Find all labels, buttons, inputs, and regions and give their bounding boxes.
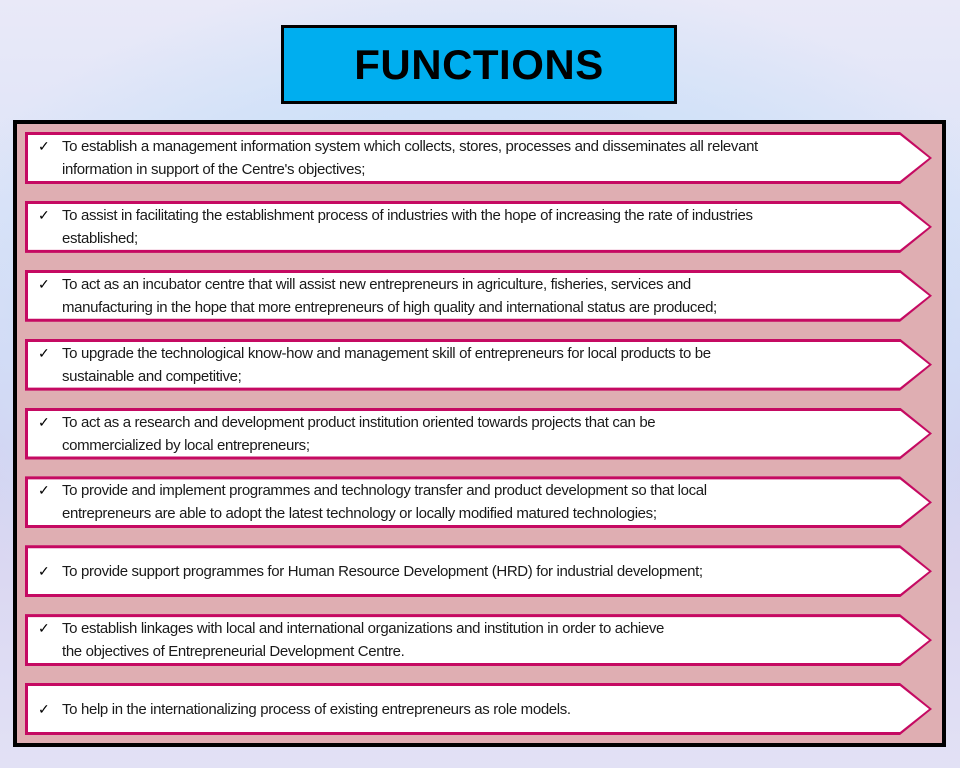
function-item: ✓ To establish linkages with local and i… (25, 614, 932, 666)
function-item: ✓ To upgrade the technological know-how … (25, 339, 932, 391)
function-text: ✓ To establish linkages with local and i… (38, 617, 664, 663)
arrow-content: ✓ To establish a management information … (25, 132, 932, 184)
check-icon: ✓ (38, 620, 50, 637)
function-text: ✓ To help in the internationalizing proc… (38, 698, 571, 721)
function-text-line: manufacturing in the hope that more entr… (62, 298, 717, 316)
function-text-line: To act as an incubator centre that will … (62, 275, 691, 293)
arrow-content: ✓ To assist in facilitating the establis… (25, 201, 932, 253)
function-text: ✓ To assist in facilitating the establis… (38, 204, 753, 250)
page-title: FUNCTIONS (354, 40, 604, 88)
function-item: ✓ To provide and implement programmes an… (25, 476, 932, 528)
function-text: ✓ To act as an incubator centre that wil… (38, 273, 717, 319)
function-text: ✓ To provide and implement programmes an… (38, 479, 707, 525)
arrow-content: ✓ To provide and implement programmes an… (25, 476, 932, 528)
function-text-line: information in support of the Centre's o… (62, 161, 366, 178)
function-text-line: To establish linkages with local and int… (62, 620, 665, 638)
check-icon: ✓ (38, 206, 50, 223)
check-icon: ✓ (38, 413, 50, 430)
function-item: ✓ To act as an incubator centre that wil… (25, 270, 932, 322)
arrow-content: ✓ To help in the internationalizing proc… (25, 683, 932, 735)
function-text-line: To upgrade the technological know-how an… (62, 344, 711, 362)
check-icon: ✓ (38, 562, 50, 579)
arrow-banner-fill (28, 135, 929, 181)
arrow-content: ✓ To establish linkages with local and i… (25, 614, 932, 666)
arrow-banner-fill (28, 342, 929, 388)
function-item: ✓ To act as a research and development p… (25, 408, 932, 460)
arrow-banner-fill (28, 273, 929, 319)
function-text: ✓ To establish a management information … (38, 135, 758, 181)
function-item: ✓ To provide support programmes for Huma… (25, 545, 932, 597)
arrow-content: ✓ To act as a research and development p… (25, 408, 932, 460)
function-item: ✓ To help in the internationalizing proc… (25, 683, 932, 735)
check-icon: ✓ (38, 344, 50, 361)
title-box: FUNCTIONS (281, 25, 677, 104)
arrow-banner-fill (28, 686, 929, 732)
function-text-line: To establish a management information sy… (62, 138, 758, 155)
arrow-banner-fill (28, 548, 929, 594)
functions-panel: ✓ To establish a management information … (13, 120, 946, 747)
function-text-line: To assist in facilitating the establishm… (62, 206, 753, 224)
function-text-line: To provide support programmes for Human … (62, 562, 703, 580)
arrow-content: ✓ To provide support programmes for Huma… (25, 545, 932, 597)
function-text-line: the objectives of Entrepreneurial Develo… (62, 643, 405, 661)
arrow-banner-fill (28, 617, 929, 663)
arrow-banner-fill (28, 411, 929, 457)
function-item: ✓ To establish a management information … (25, 132, 932, 184)
arrow-banner-fill (28, 204, 929, 250)
function-text-line: established; (62, 229, 138, 247)
function-item: ✓ To assist in facilitating the establis… (25, 201, 932, 253)
function-text-line: To help in the internationalizing proces… (62, 700, 571, 718)
function-text-line: To provide and implement programmes and … (62, 482, 707, 500)
function-text-line: commercialized by local entrepreneurs; (62, 436, 310, 454)
arrow-banner-fill (28, 479, 929, 525)
function-text-line: To act as a research and development pro… (62, 413, 656, 431)
function-text-line: entrepreneurs are able to adopt the late… (62, 505, 657, 523)
check-icon: ✓ (38, 275, 50, 292)
function-text-line: sustainable and competitive; (62, 367, 242, 385)
arrow-content: ✓ To upgrade the technological know-how … (25, 339, 932, 391)
function-text: ✓ To upgrade the technological know-how … (38, 342, 711, 388)
check-icon: ✓ (38, 138, 50, 154)
function-text: ✓ To act as a research and development p… (38, 411, 656, 457)
check-icon: ✓ (38, 482, 50, 499)
function-text: ✓ To provide support programmes for Huma… (38, 560, 703, 583)
check-icon: ✓ (38, 700, 50, 717)
arrow-content: ✓ To act as an incubator centre that wil… (25, 270, 932, 322)
